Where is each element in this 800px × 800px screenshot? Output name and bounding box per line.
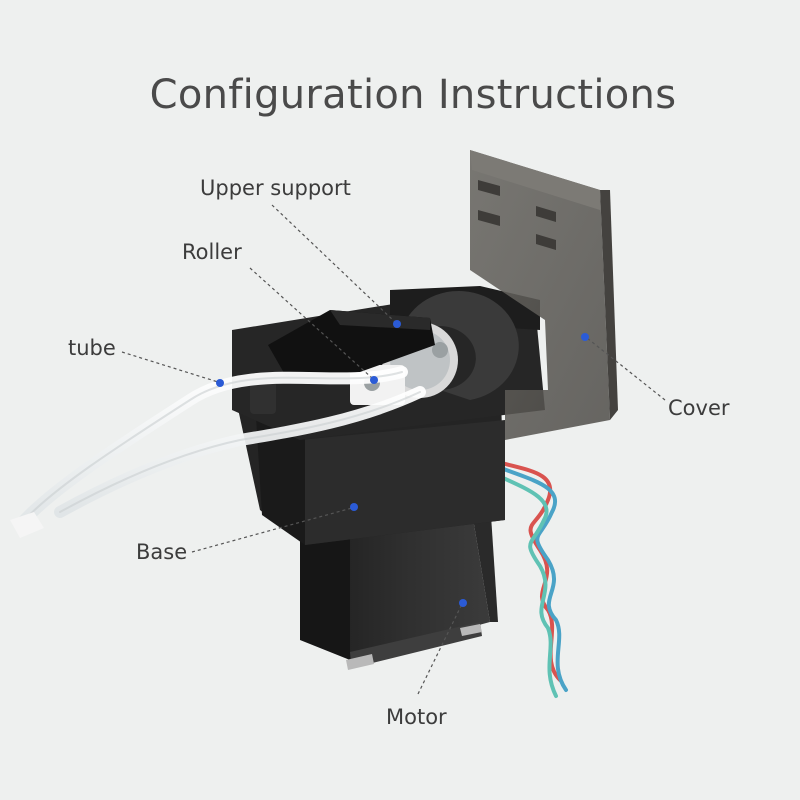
motor-wires: [488, 458, 568, 698]
label-roller: Roller: [182, 240, 242, 264]
label-base: Base: [136, 540, 188, 564]
dot-cover: [581, 333, 589, 341]
pump-cover: [470, 150, 618, 440]
dot-base: [350, 503, 358, 511]
silicone-tubes: [10, 366, 426, 538]
leader-cover: [586, 337, 666, 401]
leader-lines: [121, 204, 666, 695]
leader-motor: [417, 603, 463, 695]
dot-tube: [216, 379, 224, 387]
pointer-dots: [216, 320, 589, 607]
leader-base: [191, 507, 353, 553]
label-tube: tube: [68, 336, 116, 360]
dot-roller: [370, 376, 378, 384]
upper-support: [250, 310, 435, 414]
label-cover: Cover: [668, 396, 730, 420]
page-title: Configuration Instructions: [149, 72, 677, 118]
motor-body: [300, 500, 498, 670]
leader-tube: [121, 351, 219, 383]
dot-upper-support: [393, 320, 401, 328]
label-upper-support: Upper support: [200, 176, 351, 200]
label-motor: Motor: [386, 705, 447, 729]
leader-upper-support: [271, 204, 396, 323]
dot-motor: [459, 599, 467, 607]
